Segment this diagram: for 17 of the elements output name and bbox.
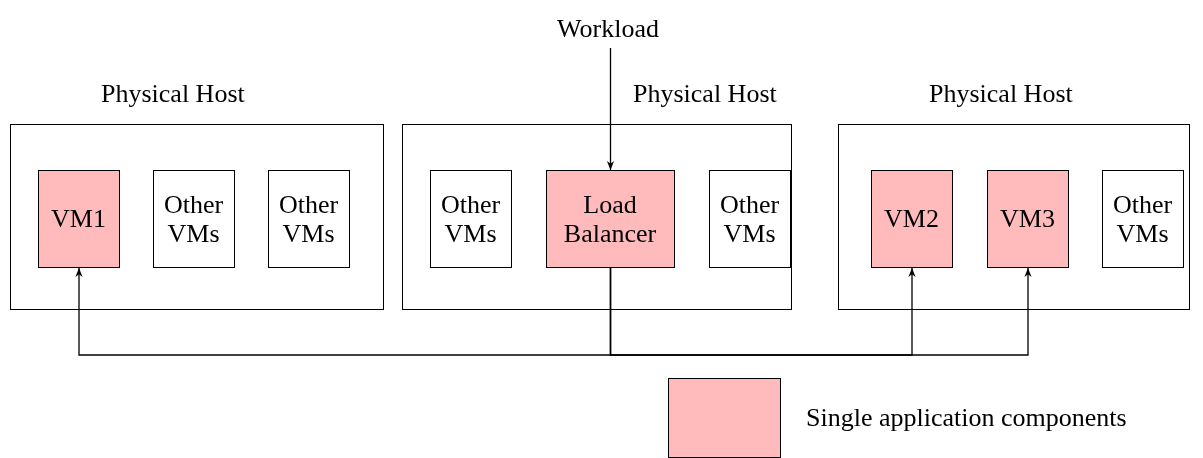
vm-box: Other VMs <box>429 169 512 268</box>
host-heading: Physical Host <box>929 79 1073 109</box>
arrow <box>75 267 612 356</box>
arrow <box>609 267 1032 356</box>
vm-box: Other VMs <box>708 169 791 268</box>
host-heading: Physical Host <box>101 79 245 109</box>
host-heading: Physical Host <box>633 79 777 109</box>
vm-box: Other VMs <box>267 169 350 268</box>
vm-box: VM1 <box>37 169 120 268</box>
vm-box: Other VMs <box>1101 169 1184 268</box>
input-label: Workload <box>557 14 659 44</box>
vm-box: VM3 <box>986 169 1069 268</box>
vm-box: VM2 <box>870 169 953 268</box>
arrow <box>606 47 615 171</box>
vm-box: Load Balancer <box>545 169 675 268</box>
vm-box: Other VMs <box>152 169 235 268</box>
legend-label: Single application components <box>806 403 1127 433</box>
